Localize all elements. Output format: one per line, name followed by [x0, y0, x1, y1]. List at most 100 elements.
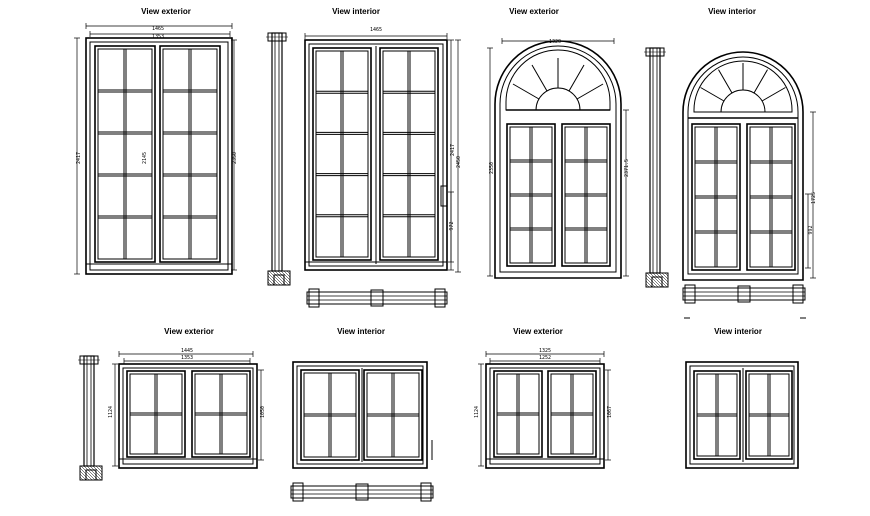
outer-frame	[485, 363, 605, 469]
fanlight-bar	[568, 64, 585, 92]
dim-w2-handle-height: 972	[449, 221, 455, 230]
hatch	[267, 278, 275, 286]
dim-w3-overall-width: 1320	[549, 39, 561, 45]
right-sash	[561, 123, 611, 267]
left-sash	[126, 370, 186, 458]
plan-mullion	[355, 483, 369, 501]
right-sash	[191, 370, 251, 458]
section-s2	[644, 47, 669, 288]
hatch	[92, 465, 103, 476]
dim-w3-overall-height: 2350	[489, 162, 495, 174]
hatch	[645, 280, 653, 288]
dim-w6-overall-width: 1325	[539, 348, 551, 354]
window-w6	[292, 361, 433, 469]
arched-frame-inner	[499, 45, 617, 273]
dim-w4-handle-height: 992	[808, 225, 814, 234]
title-view-exterior-2: View exterior	[509, 7, 559, 16]
window-w5	[112, 351, 264, 469]
hatch	[280, 270, 291, 281]
arched-frame-inner	[687, 56, 799, 275]
hatch	[267, 281, 272, 286]
title-view-interior-4: View interior	[714, 327, 762, 336]
plan-jamb	[308, 288, 320, 308]
inner-frame	[308, 43, 444, 267]
right-sash	[159, 45, 221, 263]
fanlight-bar	[718, 69, 733, 94]
sash-inner	[162, 48, 218, 260]
window-w4	[682, 51, 816, 281]
hatch	[658, 272, 669, 283]
left-sash	[506, 123, 556, 267]
dim-w5-inner-width: 1353	[181, 355, 193, 361]
section-s3	[78, 355, 103, 481]
dim-w6-inner-width: 1252	[539, 355, 551, 361]
plan-outer	[682, 287, 806, 301]
hatch	[274, 270, 290, 286]
sash-inner	[509, 126, 553, 264]
hatch	[664, 272, 669, 277]
plan-outer	[290, 485, 434, 499]
fanlight-bar	[700, 87, 725, 102]
sash-inner	[564, 126, 608, 264]
sash-inner	[129, 373, 183, 455]
dim-w1-overall-height: 2417	[76, 152, 82, 164]
section-s1	[266, 32, 291, 286]
sash-inner	[366, 372, 420, 458]
hatch	[645, 283, 650, 288]
right-sash	[363, 369, 423, 461]
fanlight-hub	[535, 87, 581, 111]
hatch	[646, 272, 662, 288]
sill	[118, 458, 258, 469]
dim-w1-leaf-height: 2145	[142, 152, 148, 164]
profile-outer	[271, 32, 283, 272]
title-view-interior-2: View interior	[708, 7, 756, 16]
fanlight	[505, 49, 611, 111]
hatch	[286, 270, 291, 275]
dim-w3-frame-height: 2371.5	[624, 159, 630, 177]
dim-w1-overall-width: 1465	[152, 26, 164, 32]
title-view-exterior-3: View exterior	[164, 327, 214, 336]
hatch	[652, 272, 668, 288]
title-view-exterior-1: View exterior	[141, 7, 191, 16]
plan-jamb	[434, 288, 446, 308]
plan-p2	[682, 284, 806, 319]
left-sash	[300, 369, 360, 461]
plan-outer	[306, 291, 448, 305]
title-view-interior-1: View interior	[332, 7, 380, 16]
hatch	[80, 465, 96, 481]
dim-w5-frame-height: 1050	[260, 406, 266, 418]
dim-w6-height: 1124	[474, 406, 480, 418]
sash-inner	[303, 372, 357, 458]
left-sash	[693, 370, 741, 460]
sash-inner	[550, 373, 594, 455]
left-sash	[493, 370, 543, 458]
window-w1	[74, 23, 237, 275]
left-sash	[94, 45, 156, 263]
profile-outer	[649, 47, 661, 274]
plan-jamb	[684, 284, 696, 304]
dim-w2-overall-height: 2417	[450, 144, 456, 156]
dim-w2-overall-width: 1465	[370, 27, 382, 33]
fanlight	[693, 60, 793, 113]
fanlight-bar	[576, 83, 604, 100]
plan-jamb	[292, 482, 304, 502]
right-sash	[547, 370, 597, 458]
left-sash	[691, 123, 741, 271]
plan-p1	[306, 288, 448, 308]
dim-w1-frame-height: 2350	[232, 152, 238, 164]
hatch	[268, 270, 284, 286]
profile-outer	[83, 355, 95, 467]
window-w7	[478, 351, 611, 469]
fanlight-hub	[720, 89, 766, 113]
hatch	[79, 473, 87, 481]
arched-frame-outer	[682, 51, 804, 281]
right-sash	[379, 47, 439, 261]
sash-inner	[97, 48, 153, 260]
sill	[485, 458, 605, 469]
right-sash	[746, 123, 796, 271]
sash-inner	[694, 126, 738, 268]
profile-foot	[273, 274, 285, 286]
fanlight-bar	[761, 87, 786, 102]
